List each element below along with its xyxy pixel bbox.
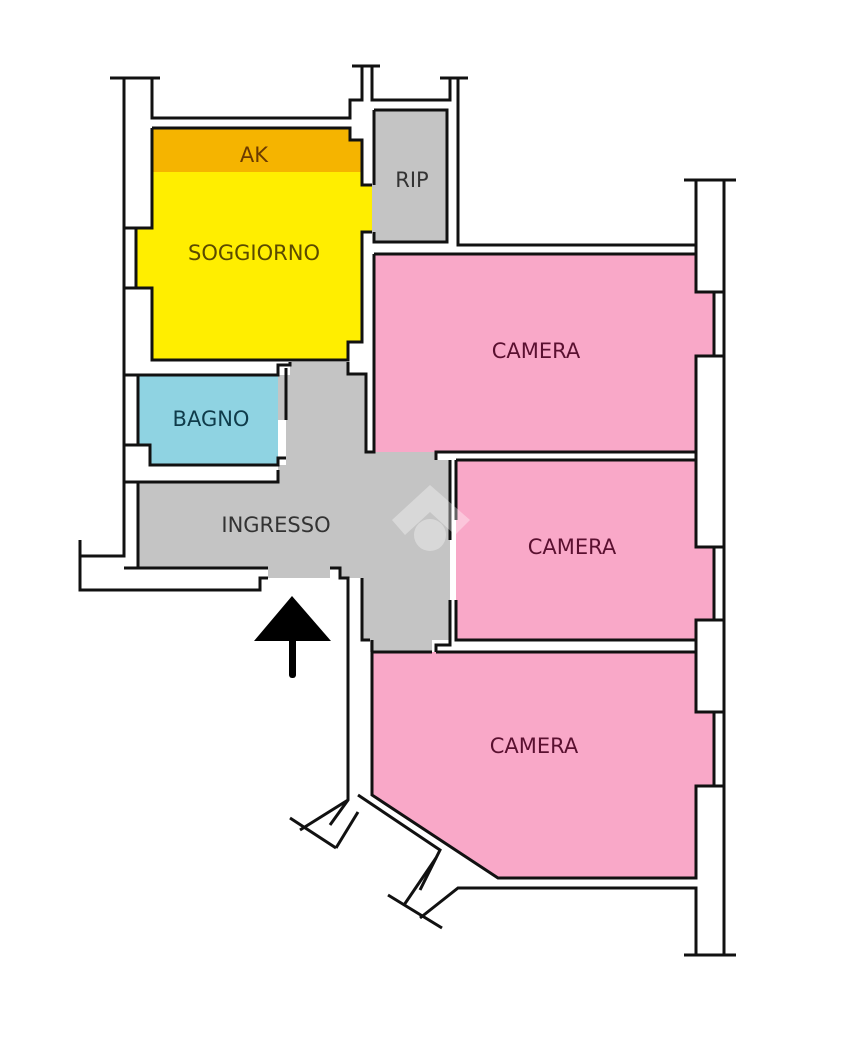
room-label-camera-2: CAMERA bbox=[527, 535, 617, 559]
room-ingresso bbox=[138, 362, 450, 652]
room-label-camera-1: CAMERA bbox=[491, 339, 581, 363]
room-rip bbox=[372, 110, 447, 242]
room-label-rip: RIP bbox=[395, 168, 429, 192]
room-label-ak: AK bbox=[239, 143, 269, 167]
room-label-camera-3: CAMERA bbox=[489, 734, 579, 758]
arrow-up-icon bbox=[254, 596, 331, 678]
room-camera-3 bbox=[372, 652, 714, 878]
room-soggiorno bbox=[136, 172, 372, 360]
room-ak bbox=[152, 128, 362, 172]
room-label-bagno: BAGNO bbox=[172, 407, 250, 431]
room-label-ingresso: INGRESSO bbox=[221, 513, 331, 537]
room-label-soggiorno: SOGGIORNO bbox=[188, 241, 320, 265]
house-watermark-icon bbox=[392, 485, 470, 551]
room-camera-1 bbox=[374, 254, 714, 452]
walls bbox=[78, 64, 736, 957]
room-camera-2 bbox=[456, 460, 714, 640]
room-bagno bbox=[138, 375, 278, 465]
room-fills bbox=[136, 110, 714, 878]
